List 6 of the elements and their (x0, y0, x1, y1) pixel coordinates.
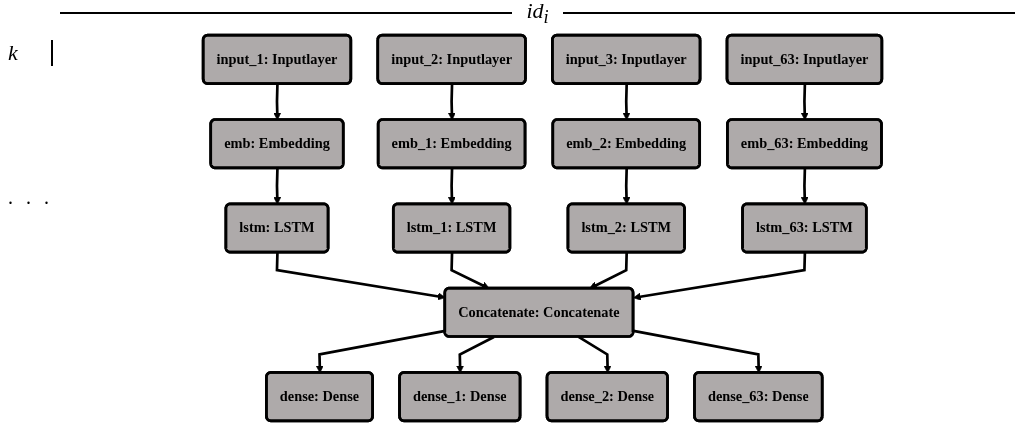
arrow (450, 252, 490, 289)
ellipsis: . . . (8, 186, 53, 209)
arrow (589, 252, 628, 289)
axis-label: k (8, 40, 53, 66)
axis-label: id$_{i}$ (526, 0, 549, 29)
arrow (633, 252, 807, 301)
